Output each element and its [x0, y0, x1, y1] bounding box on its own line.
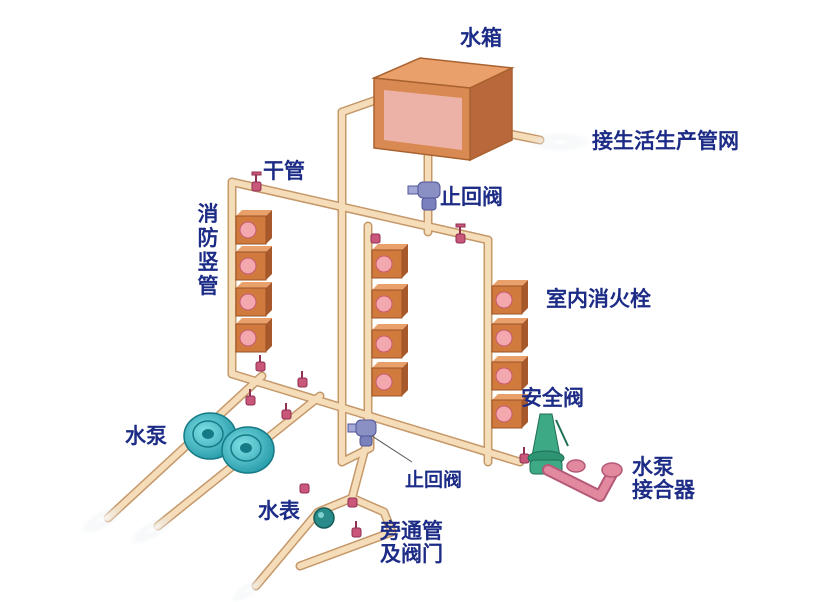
hydrant-box [491, 318, 528, 353]
water-tank [371, 57, 515, 162]
gate-valves [245, 171, 530, 538]
pump-2 [221, 426, 275, 474]
spray-bypass [231, 577, 265, 602]
label-main-pipe: 干管 [263, 159, 305, 183]
label-safety-valve: 安全阀 [521, 386, 584, 410]
hydrant-box [491, 394, 528, 429]
spray-pump1 [79, 504, 125, 536]
hydrant-box [371, 324, 408, 359]
valve-icon [297, 371, 308, 388]
valve-icon [299, 483, 310, 494]
valve-icon [519, 447, 530, 464]
valve-icon [347, 497, 358, 508]
hydrant-boxes [235, 210, 528, 429]
label-check-valve-top: 止回阀 [440, 185, 503, 209]
hydrant-box [235, 246, 272, 281]
valve-icon [370, 233, 381, 244]
spray-pump2 [129, 514, 175, 546]
valve-icon [351, 521, 362, 538]
hydrant-box [235, 318, 272, 353]
label-pump: 水泵 [125, 424, 167, 448]
check-valve-bottom [347, 419, 377, 447]
label-indoor-hydrant: 室内消火栓 [546, 287, 651, 311]
spray-domestic [528, 132, 592, 152]
valve-icon [455, 223, 466, 244]
valve-icon [251, 171, 262, 192]
hydrant-box [371, 362, 408, 397]
pump-adapter [542, 459, 623, 502]
valve-icon [281, 403, 292, 420]
water-meter [313, 507, 335, 529]
label-riser: 消 防 竖 管 [197, 202, 219, 299]
valve-icon [255, 355, 266, 372]
label-water-tank: 水箱 [460, 26, 502, 50]
hydrant-box [371, 284, 408, 319]
check-valve-top [407, 181, 441, 211]
hydrant-box [235, 210, 272, 245]
label-check-valve-bottom: 止回阀 [405, 469, 463, 491]
valve-icon [245, 389, 256, 406]
hydrant-box [235, 282, 272, 317]
label-domestic-network: 接生活生产管网 [592, 129, 739, 153]
water-sprays [79, 132, 592, 602]
label-pump-adapter: 水泵 接合器 [632, 455, 695, 503]
label-water-meter: 水表 [258, 499, 300, 523]
label-bypass: 旁通管 及阀门 [380, 519, 443, 567]
leader-line [371, 435, 413, 463]
hydrant-box [491, 280, 528, 315]
hydrant-box [371, 244, 408, 279]
hydrant-box [491, 356, 528, 391]
